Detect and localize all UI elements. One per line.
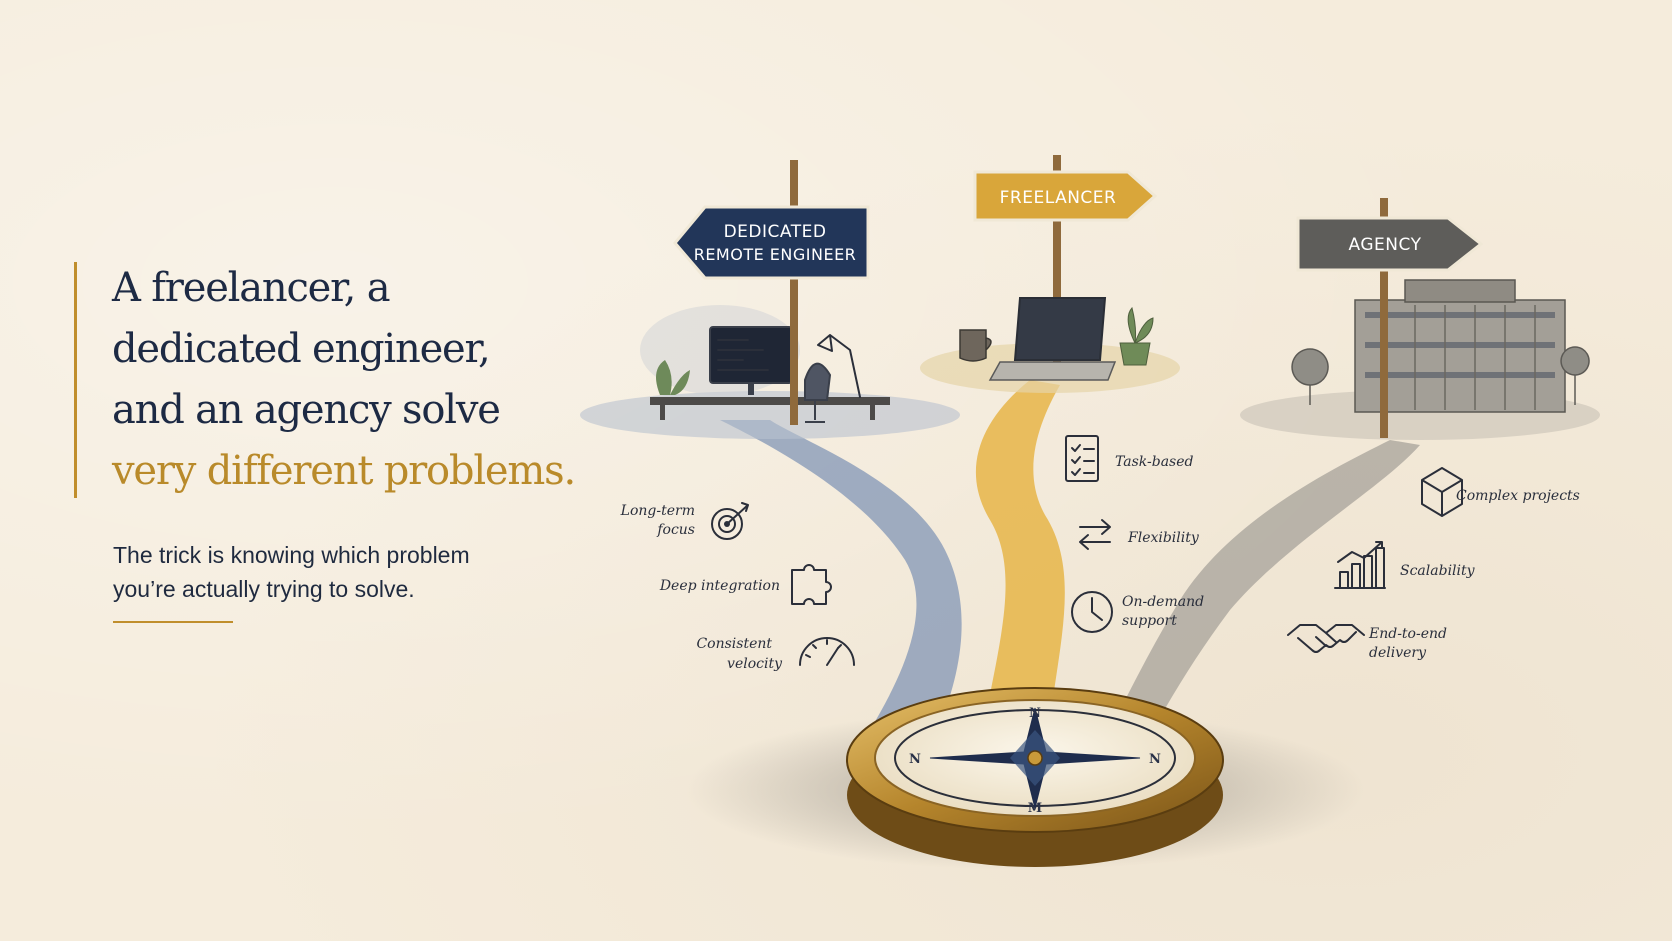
agency-sign: AGENCY: [1296, 216, 1484, 272]
puzzle-icon: [791, 564, 832, 605]
dedicated-post: [790, 160, 798, 425]
note-on-demand-line-1: On-demand: [1122, 594, 1204, 610]
note-end-to-end-line-2: delivery: [1369, 645, 1427, 661]
compass-west: N: [909, 752, 921, 767]
headline-highlight: very different problems.: [112, 448, 576, 494]
dedicated-sign-line-2: REMOTE ENGINEER: [694, 245, 857, 264]
target-icon: [711, 502, 749, 540]
desk-lamp-icon: [817, 334, 861, 398]
monitor-icon: [709, 326, 793, 384]
note-complex-projects: Complex projects: [1456, 488, 1580, 504]
monitor-stand: [748, 383, 754, 395]
headline-line-1: A freelancer, a: [112, 265, 391, 311]
dedicated-sign: DEDICATED REMOTE ENGINEER: [673, 205, 870, 280]
divider-rule: [113, 621, 233, 623]
compass-north: N: [1029, 706, 1041, 721]
note-flexibility: Flexibility: [1127, 530, 1200, 546]
office-building-icon: [1354, 279, 1566, 413]
freelancer-sign: FREELANCER: [973, 170, 1158, 222]
tree-left-icon: [1291, 348, 1329, 405]
note-deep-integration: Deep integration: [659, 578, 780, 594]
laptop-base: [988, 361, 1117, 381]
gauge-icon: [799, 637, 855, 666]
note-end-to-end-line-1: End-to-end: [1368, 626, 1447, 642]
growth-chart-icon: [1334, 541, 1386, 589]
dedicated-sign-line-1: DEDICATED: [724, 222, 827, 242]
checklist-icon: [1065, 435, 1099, 482]
laptop-icon: [1013, 297, 1107, 361]
freelancer-post: [1053, 155, 1061, 370]
headline-line-3: and an agency solve: [112, 387, 501, 433]
agency-post: [1380, 198, 1388, 438]
compass-east: N: [1149, 752, 1161, 767]
note-velocity-line-2: velocity: [727, 656, 783, 672]
cube-icon: [1421, 467, 1463, 517]
potted-plant-icon: [1119, 306, 1154, 366]
compass-south: M: [1028, 801, 1042, 816]
desk: [650, 397, 890, 405]
headline: A freelancer, a dedicated engineer, and …: [112, 258, 632, 502]
clock-icon: [1071, 591, 1113, 633]
note-task-based: Task-based: [1115, 454, 1194, 470]
office-chair-icon: [804, 362, 832, 423]
note-long-term-line-2: focus: [656, 522, 695, 538]
freelancer-sign-label: FREELANCER: [1000, 188, 1117, 208]
desk-leg-right: [870, 405, 875, 420]
note-scalability: Scalability: [1400, 563, 1476, 579]
desk-leg-left: [660, 405, 665, 420]
agency-sign-label: AGENCY: [1349, 235, 1422, 255]
dedicated-path: [720, 420, 962, 735]
coffee-mug-icon: [959, 329, 992, 362]
code-lines: [717, 339, 769, 371]
headline-line-2: dedicated engineer,: [112, 326, 491, 372]
freelancer-path: [975, 380, 1065, 720]
subtext-line-1: The trick is knowing which problem: [113, 542, 470, 568]
compass: N M N N: [846, 687, 1224, 867]
plant-icon: [656, 360, 690, 395]
note-on-demand-line-2: support: [1122, 613, 1177, 629]
note-velocity-line-1: Consistent: [696, 636, 772, 652]
swap-arrows-icon: [1079, 519, 1111, 550]
note-long-term-line-1: Long-term: [620, 503, 695, 519]
headline-accent-bar: [74, 262, 77, 498]
subtext: The trick is knowing which problem you’r…: [113, 538, 593, 606]
subtext-line-2: you’re actually trying to solve.: [113, 576, 415, 602]
handshake-icon: [1287, 624, 1365, 653]
tree-right-icon: [1560, 346, 1590, 405]
agency-path: [1110, 440, 1420, 735]
